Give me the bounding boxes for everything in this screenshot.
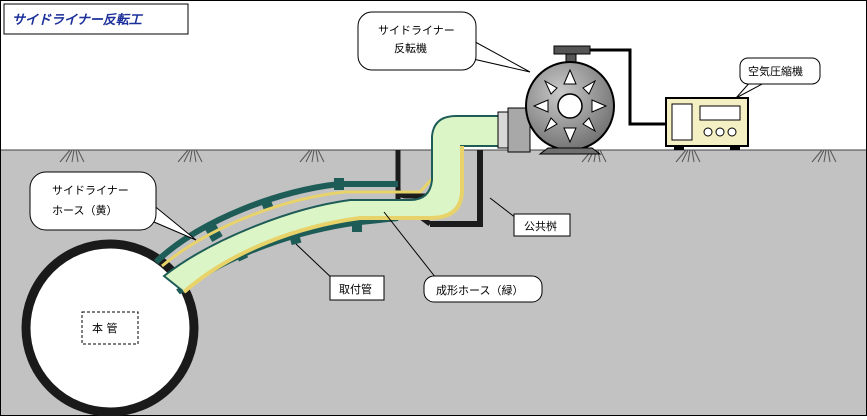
main-pipe-label-box bbox=[81, 311, 139, 345]
inverter-machine bbox=[525, 45, 615, 155]
liner-hose-label-line1: サイドライナー bbox=[52, 184, 129, 197]
liner-hose-yellow bbox=[161, 138, 500, 268]
callout-forming-hose: 成形ホース（緑） bbox=[383, 211, 543, 303]
diagram-title: サイドライナー反転工 bbox=[12, 12, 144, 28]
callout-lateral-pipe: 取付管 bbox=[295, 243, 385, 301]
lateral-pipe-label: 取付管 bbox=[339, 282, 372, 296]
air-compressor bbox=[665, 97, 749, 150]
grass-marks bbox=[59, 149, 837, 163]
liner-hose-label-line2: ホース（黄） bbox=[52, 203, 117, 217]
title-box bbox=[3, 3, 189, 35]
callout-inverter: サイドライナー 反転機 bbox=[357, 11, 531, 73]
compressor-label: 空気圧縮機 bbox=[748, 64, 803, 78]
main-pipe-circle bbox=[21, 239, 199, 417]
inverter-nozzle bbox=[507, 107, 531, 153]
liner-inner-yellow bbox=[182, 146, 464, 294]
manhole-label: 公共桝 bbox=[524, 219, 557, 233]
forming-hose-label: 成形ホース（緑） bbox=[436, 283, 523, 297]
callout-manhole: 公共桝 bbox=[489, 197, 571, 237]
inverter-label-line2: 反転機 bbox=[394, 41, 427, 55]
inverter-label-line1: サイドライナー bbox=[378, 24, 455, 37]
air-hose bbox=[590, 48, 668, 126]
main-pipe-label: 本 管 bbox=[92, 321, 118, 335]
callout-compressor: 空気圧縮機 bbox=[735, 57, 821, 99]
callout-liner-hose: サイドライナー ホース（黄） bbox=[29, 171, 197, 241]
